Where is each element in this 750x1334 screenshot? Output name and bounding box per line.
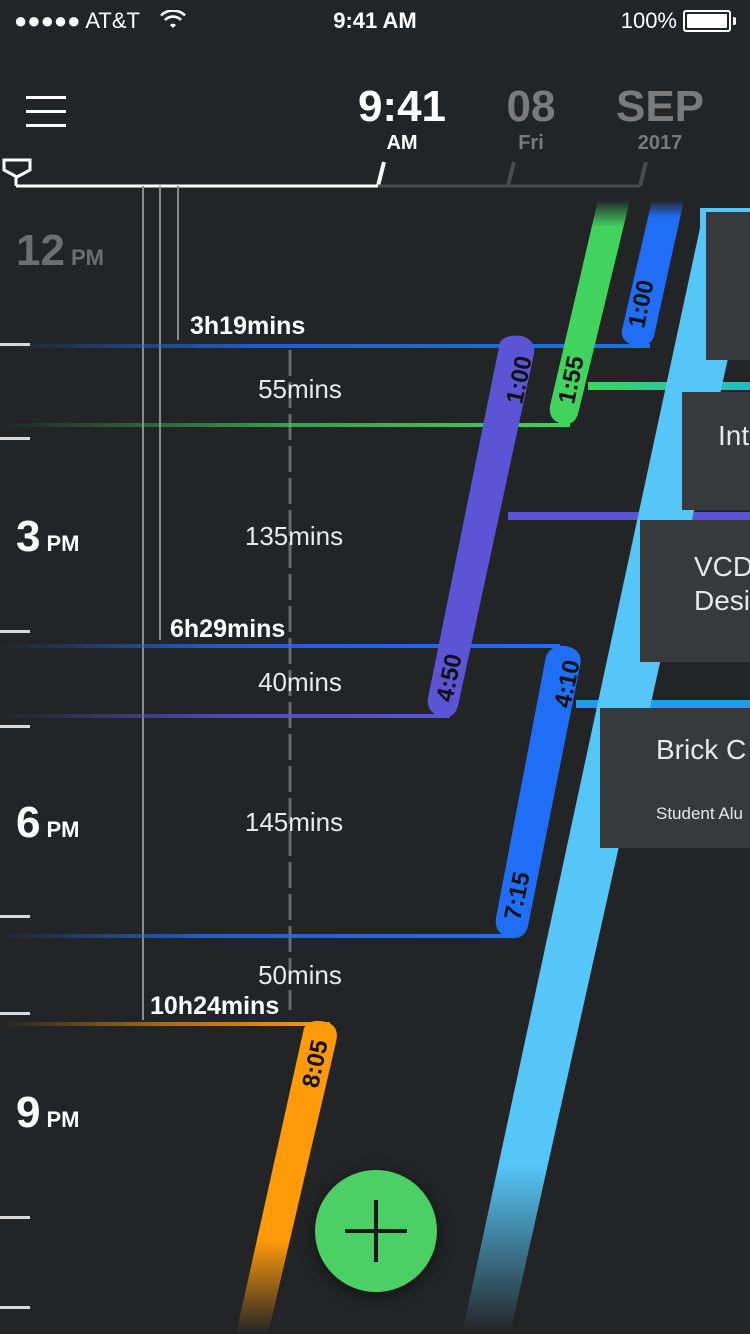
- hour-unit: PM: [46, 817, 80, 842]
- battery-icon: [683, 10, 731, 32]
- year-value: 2017: [637, 132, 683, 154]
- hour-number: 6: [16, 798, 41, 847]
- gap-duration: 50mins: [258, 960, 342, 990]
- month-value: SEP: [615, 82, 705, 131]
- current-month[interactable]: SEP 2017: [612, 82, 708, 154]
- event-card-4[interactable]: Brick C Student Alu: [600, 708, 750, 848]
- battery-indicator: 100%: [621, 8, 736, 34]
- hour-number: 12: [16, 226, 65, 275]
- hour-number: 3: [16, 512, 41, 561]
- hour-unit: PM: [70, 245, 104, 270]
- day-value: 08: [506, 82, 556, 131]
- event-card-subtitle: Student Alu: [656, 804, 743, 823]
- hour-unit: PM: [46, 531, 80, 556]
- event-card-title-line2: Desi: [694, 585, 750, 616]
- event-card-title: Int: [718, 420, 750, 451]
- current-time: 9:41 AM: [356, 82, 448, 154]
- status-time: 9:41 AM: [333, 8, 417, 33]
- hour-tick: [0, 915, 30, 918]
- total-duration: 10h24mins: [150, 992, 280, 1020]
- ampm-value: AM: [386, 132, 418, 154]
- event-card-3[interactable]: VCD Desi: [640, 520, 750, 662]
- total-duration: 3h19mins: [190, 312, 306, 340]
- current-date[interactable]: 08 Fri: [496, 82, 566, 154]
- hour-unit: PM: [46, 1107, 80, 1132]
- carrier-label: ●●●●● AT&T: [14, 8, 140, 33]
- gap-duration: 55mins: [258, 374, 342, 404]
- add-event-button[interactable]: [315, 1170, 437, 1292]
- hour-tick: [0, 437, 30, 440]
- hour-number: 9: [16, 1088, 41, 1137]
- menu-icon[interactable]: [26, 96, 66, 128]
- hour-tick: [0, 1306, 30, 1309]
- event-card-1[interactable]: [706, 212, 750, 360]
- time-scrubber[interactable]: [0, 150, 750, 200]
- battery-tip: [733, 17, 736, 25]
- gap-duration: 135mins: [244, 521, 344, 551]
- hour-tick: [0, 725, 30, 728]
- battery-percent: 100%: [620, 8, 677, 33]
- total-duration: 6h29mins: [170, 615, 286, 643]
- gap-duration: 145mins: [244, 807, 344, 837]
- hour-tick: [0, 1216, 30, 1219]
- time-value: 9:41: [357, 82, 447, 131]
- hour-tick: [0, 1012, 30, 1015]
- wifi-icon: [160, 10, 186, 28]
- event-card-title: VCD Desi: [694, 550, 750, 618]
- gap-duration: 40mins: [258, 667, 342, 697]
- event-card-title-line1: VCD: [694, 551, 750, 582]
- hour-tick: [0, 343, 30, 346]
- event-card-2[interactable]: Int: [682, 392, 750, 510]
- hour-tick: [0, 630, 30, 633]
- weekday-value: Fri: [518, 132, 544, 154]
- event-card-title: Brick C: [656, 734, 747, 765]
- status-bar: ●●●●● AT&T 9:41 AM 100%: [0, 0, 750, 40]
